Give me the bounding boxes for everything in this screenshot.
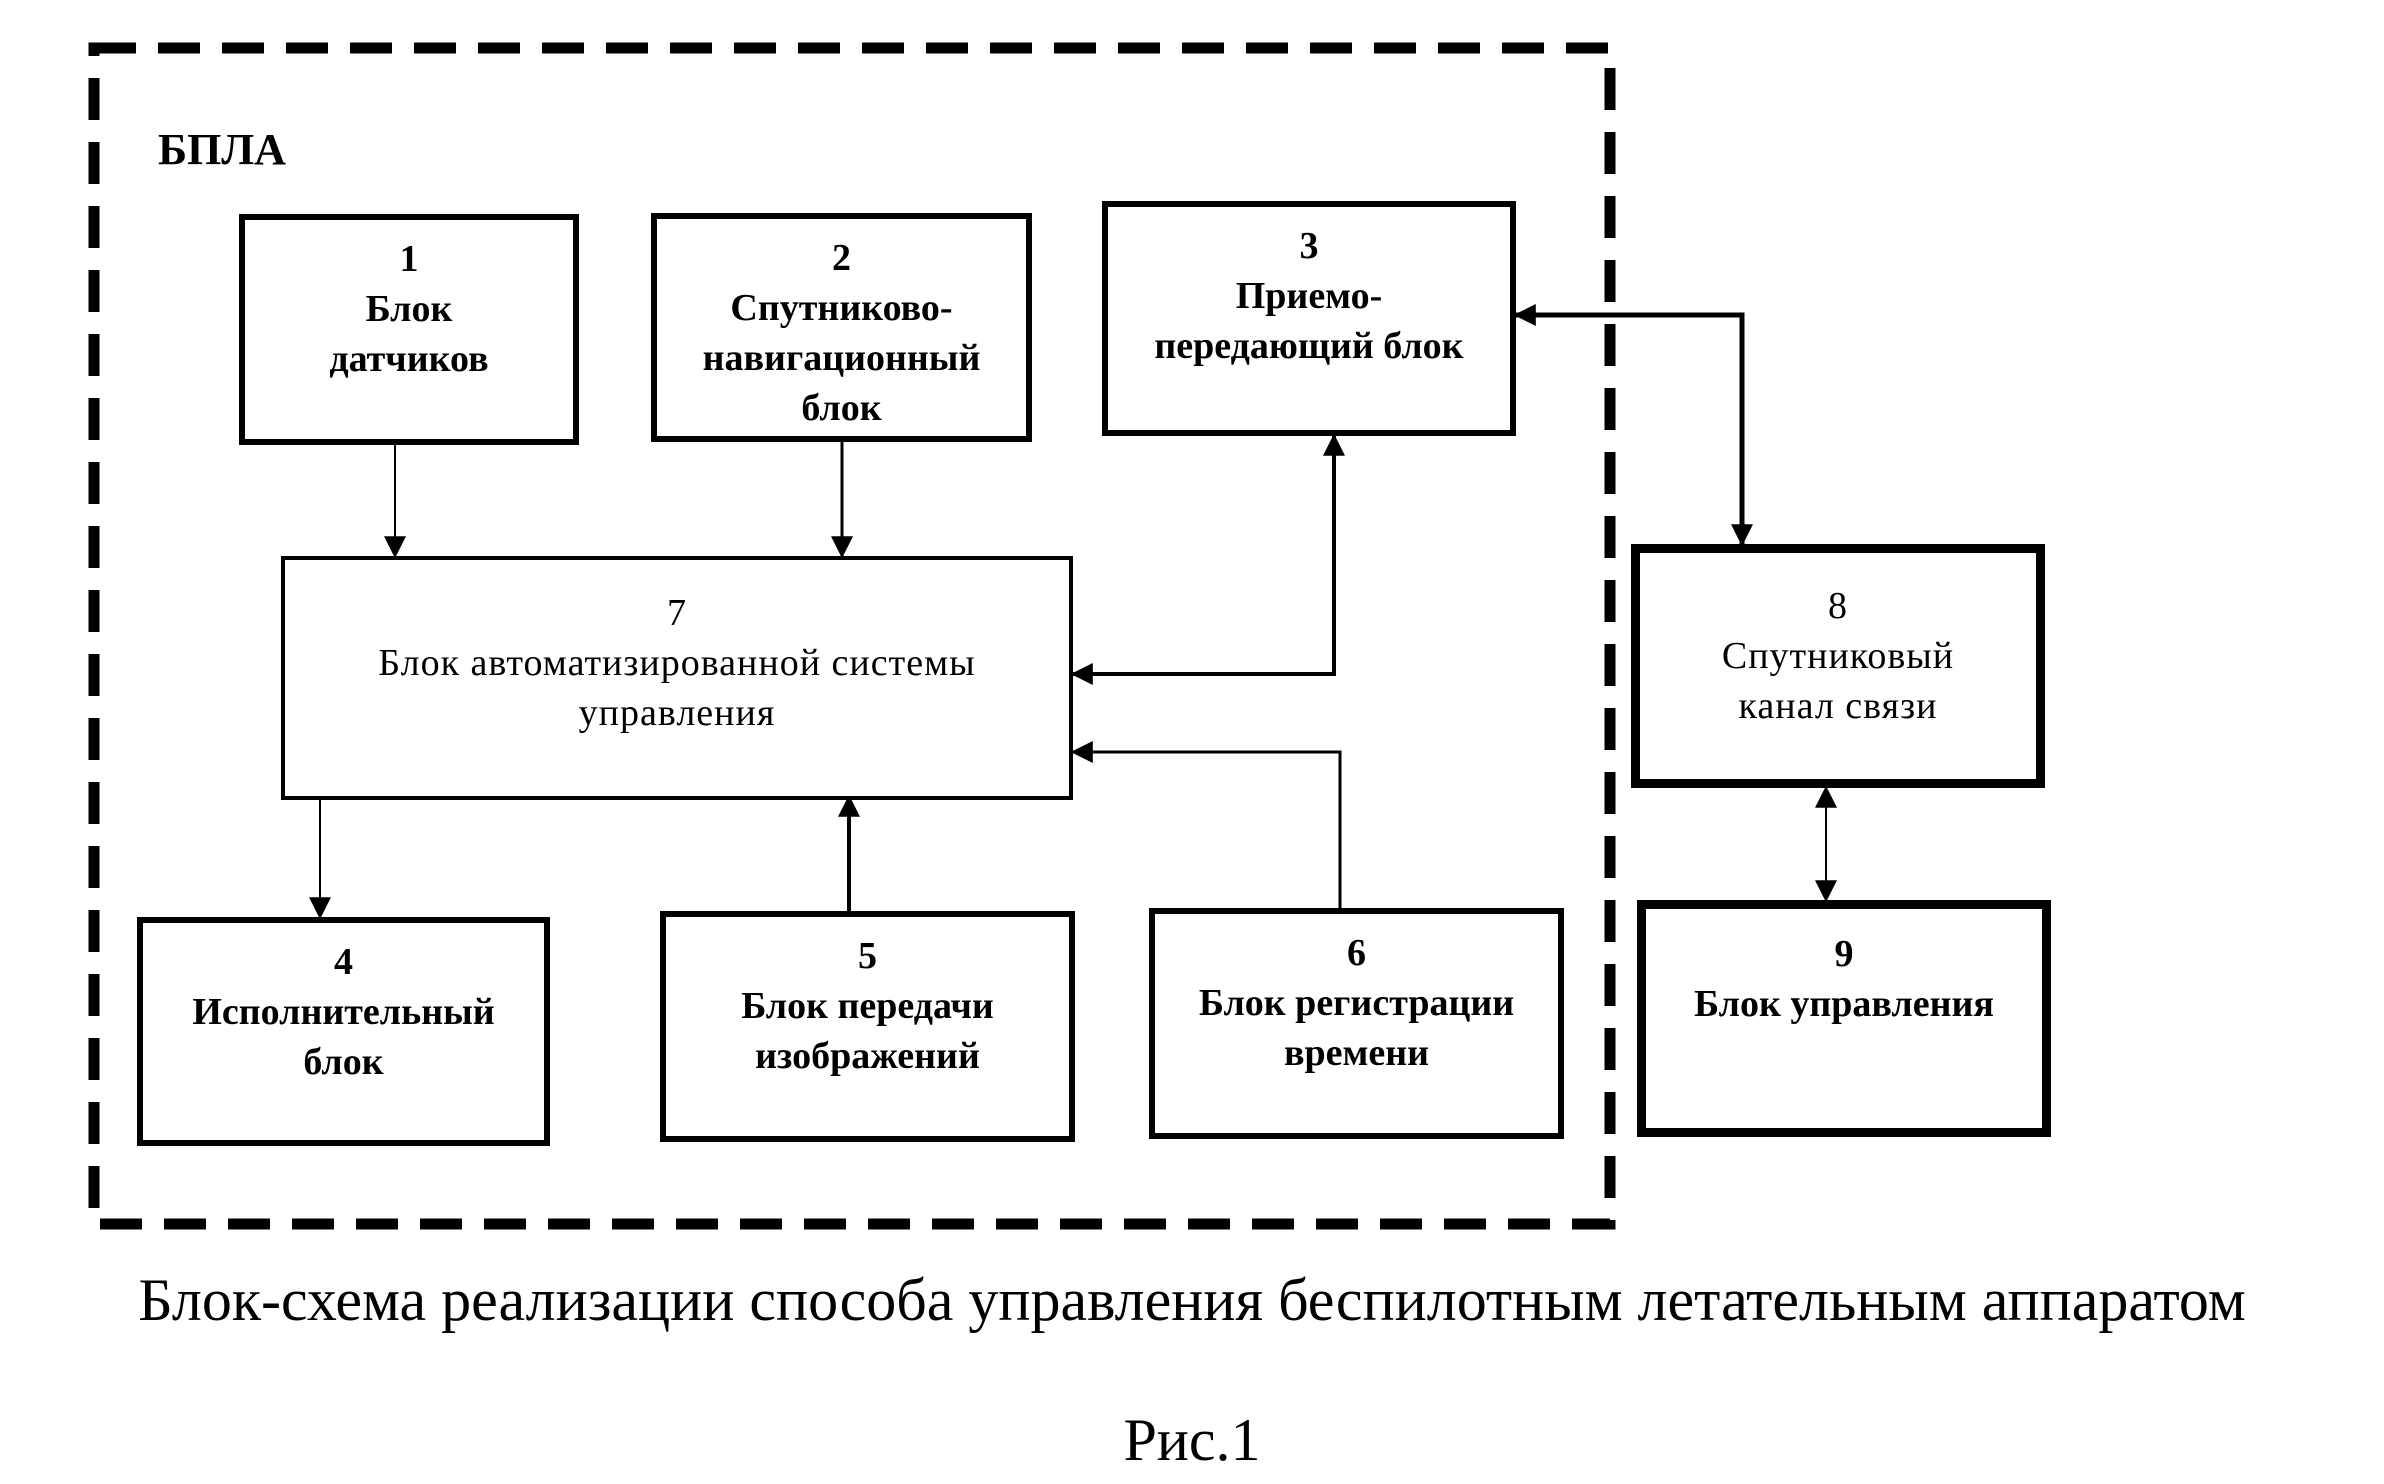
- block-label: Блок управления: [1694, 983, 1994, 1025]
- block-number: 1: [399, 238, 419, 280]
- block-number: 2: [832, 237, 851, 279]
- block-7-automated-control-system: 7 Блок автоматизированной системы управл…: [281, 556, 1073, 800]
- uav-group-label: БПЛА: [158, 125, 286, 174]
- block-5-image-transmission: 5 Блок передачи изображений: [660, 911, 1075, 1142]
- block-number: 3: [1299, 225, 1319, 267]
- block-8-satellite-channel: 8 Спутниковый канал связи: [1631, 544, 2045, 788]
- block-2-satellite-navigation: 2 Спутниково- навигационный блок: [651, 213, 1032, 442]
- block-number: 4: [334, 941, 353, 983]
- block-label: Блок автоматизированной системы управлен…: [378, 642, 976, 734]
- block-3-transceiver: 3 Приемо- передающий блок: [1102, 201, 1516, 436]
- connector-7-to-3: [1070, 433, 1345, 685]
- block-number: 6: [1347, 932, 1366, 974]
- block-6-time-registration: 6 Блок регистрации времени: [1149, 908, 1564, 1139]
- block-4-actuator: 4 Исполнительный блок: [137, 917, 550, 1146]
- block-number: 9: [1834, 933, 1854, 975]
- block-label: Исполнительный блок: [192, 991, 495, 1083]
- figure-caption: Блок-схема реализации способа управления…: [138, 1267, 2246, 1333]
- connector-6-to-7: [1070, 741, 1342, 908]
- connector-3-to-8: [1513, 304, 1753, 547]
- block-label: Спутниковый канал связи: [1721, 635, 1955, 727]
- figure-number: Рис.1: [1123, 1407, 1261, 1473]
- block-number: 8: [1828, 585, 1848, 627]
- block-9-control-unit: 9 Блок управления: [1637, 900, 2051, 1137]
- block-label: Приемо- передающий блок: [1154, 275, 1464, 367]
- block-label: Блок регистрации времени: [1198, 982, 1515, 1074]
- block-number: 5: [858, 935, 877, 977]
- block-number: 7: [667, 592, 687, 634]
- block-label: Спутниково- навигационный блок: [702, 287, 981, 429]
- block-label: Блок датчиков: [329, 288, 489, 380]
- block-1-sensors: 1 Блок датчиков: [239, 214, 579, 445]
- block-label: Блок передачи изображений: [741, 985, 994, 1077]
